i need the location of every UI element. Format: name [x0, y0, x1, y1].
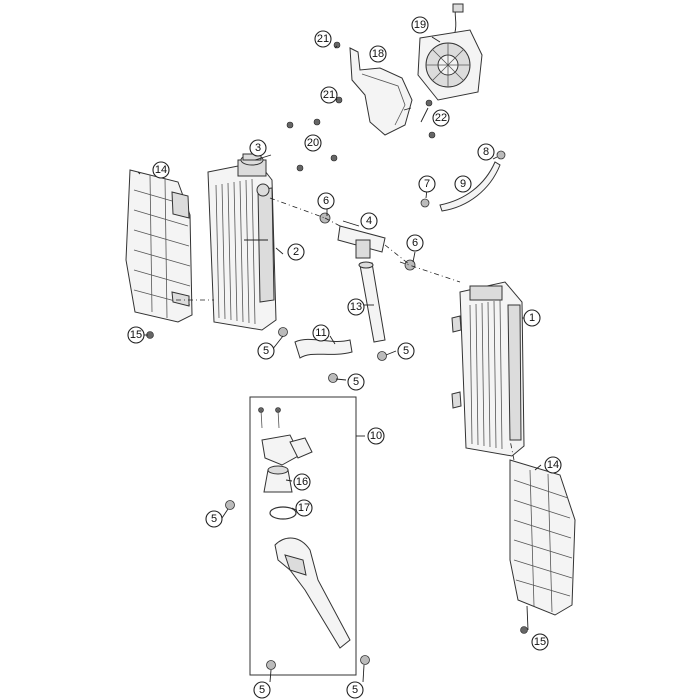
callout-2: 2: [287, 243, 305, 261]
leader-lines: [137, 36, 542, 683]
callout-7: 7: [418, 175, 436, 193]
callout-21b-label: 21: [323, 89, 335, 101]
right-guard-screw: [520, 626, 528, 634]
callout-15a: 15: [127, 326, 145, 344]
callout-21a-label: 21: [317, 33, 329, 45]
callout-21b: 21: [320, 86, 338, 104]
callout-8-label: 8: [483, 146, 489, 158]
callout-7-label: 7: [424, 178, 430, 190]
callout-6a: 6: [317, 192, 335, 210]
right-radiator: [451, 281, 525, 457]
callout-9: 9: [454, 175, 472, 193]
callout-19-label: 19: [414, 19, 426, 31]
left-radiator: [207, 159, 277, 331]
callout-18: 18: [369, 45, 387, 63]
callout-10: 10: [367, 427, 385, 445]
callout-6b: 6: [406, 234, 424, 252]
callout-1-label: 1: [529, 312, 535, 324]
callout-22: 22: [432, 109, 450, 127]
callout-13-label: 13: [350, 301, 362, 313]
right-radiator-guard: [509, 459, 576, 616]
callout-5d-label: 5: [211, 513, 217, 525]
callout-22-label: 22: [435, 112, 447, 124]
fan-screws: [286, 41, 436, 172]
callout-18-label: 18: [372, 48, 384, 60]
callout-14a-label: 14: [155, 164, 167, 176]
callout-3: 3: [249, 139, 267, 157]
callout-14b-label: 14: [547, 459, 559, 471]
hose-clamps-lower: [225, 500, 370, 670]
callout-20-label: 20: [307, 137, 319, 149]
fan-shroud: [349, 47, 413, 136]
callout-5e: 5: [253, 681, 271, 699]
callout-5c: 5: [397, 342, 415, 360]
left-radiator-guard: [125, 169, 193, 323]
callout-13: 13: [347, 298, 365, 316]
callout-8: 8: [477, 143, 495, 161]
callout-2-label: 2: [293, 246, 299, 258]
cooling-fan: [417, 3, 483, 101]
callout-6a-label: 6: [323, 195, 329, 207]
callout-6b-label: 6: [412, 237, 418, 249]
callout-9-label: 9: [460, 178, 466, 190]
callout-15a-label: 15: [130, 329, 142, 341]
callout-5c-label: 5: [403, 345, 409, 357]
o-ring: [269, 506, 297, 520]
callout-19: 19: [411, 16, 429, 34]
callout-5a: 5: [257, 342, 275, 360]
callout-17: 17: [295, 499, 313, 517]
callout-17-label: 17: [298, 502, 310, 514]
callout-5b-label: 5: [353, 376, 359, 388]
callout-10-label: 10: [370, 430, 382, 442]
callout-20: 20: [304, 134, 322, 152]
callout-11-label: 11: [315, 327, 326, 339]
callout-1: 1: [523, 309, 541, 327]
callout-5f: 5: [346, 681, 364, 699]
hose-11: [278, 327, 387, 383]
callout-15b-label: 15: [534, 636, 546, 648]
callout-14a: 14: [152, 161, 170, 179]
lower-hose: [274, 537, 351, 649]
callout-14b: 14: [544, 456, 562, 474]
callout-5e-label: 5: [259, 684, 265, 696]
callout-5a-label: 5: [263, 345, 269, 357]
thermostat: [263, 465, 293, 493]
callout-4-label: 4: [366, 215, 372, 227]
hose-13: [358, 261, 386, 343]
thermostat-housing: [258, 407, 313, 466]
callout-5d: 5: [205, 510, 223, 528]
callout-3-label: 3: [255, 142, 261, 154]
radiator-cap: [240, 153, 264, 166]
callout-21a: 21: [314, 30, 332, 48]
callout-11: 11: [312, 324, 330, 342]
callout-16-label: 16: [296, 476, 308, 488]
callout-15b: 15: [531, 633, 549, 651]
callout-5f-label: 5: [352, 684, 358, 696]
callout-16: 16: [293, 473, 311, 491]
callout-4: 4: [360, 212, 378, 230]
breather-hose: [420, 150, 506, 212]
callout-5b: 5: [347, 373, 365, 391]
thermostat-assembly-frame: [249, 396, 357, 676]
